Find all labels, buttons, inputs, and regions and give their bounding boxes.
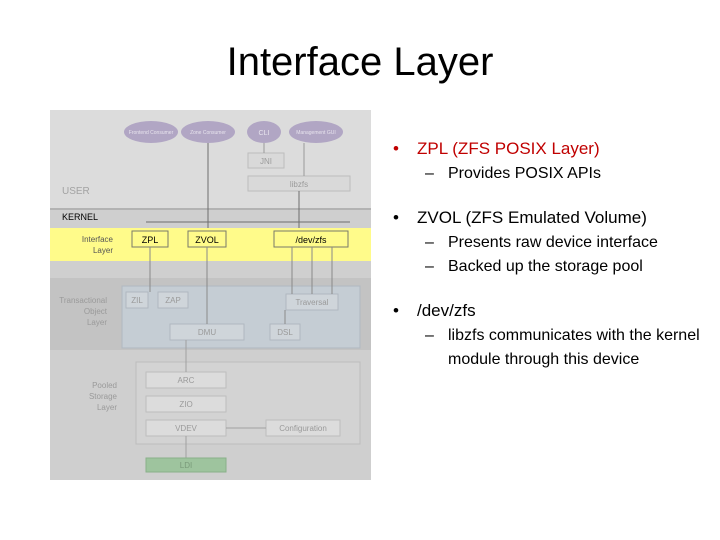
sub-bullet-dash: – bbox=[425, 165, 434, 182]
libzfs-label: libzfs bbox=[290, 180, 308, 189]
interface-layer-label: Interface bbox=[82, 235, 114, 244]
jni-box bbox=[247, 152, 285, 169]
zvol-label: ZVOL bbox=[195, 235, 219, 245]
bullet-group-zpl: • ZPL (ZFS POSIX Layer) –Provides POSIX A… bbox=[390, 137, 710, 186]
ldi-box bbox=[145, 457, 227, 473]
bullet-item: • ZVOL (ZFS Emulated Volume) bbox=[390, 206, 710, 229]
zap-box bbox=[157, 291, 189, 309]
arc-label: ARC bbox=[178, 376, 195, 385]
frontend-consumer-oval bbox=[124, 121, 178, 143]
zio-box bbox=[145, 395, 227, 413]
devzfs-label: /dev/zfs bbox=[295, 235, 327, 245]
jni-label: JNI bbox=[260, 157, 272, 166]
bullet-list: •ZPL (ZFS POSIX Layer) –Provides POSIX A… bbox=[390, 137, 710, 392]
sub-bullet-item: –Presents raw device interface bbox=[390, 231, 710, 255]
sub-bullet-item: –libzfs communicates with the kernel mod… bbox=[390, 324, 710, 372]
bullet-group-zvol: • ZVOL (ZFS Emulated Volume) –Presents ra… bbox=[390, 206, 710, 279]
psl-label: Layer bbox=[97, 403, 117, 412]
zil-label: ZIL bbox=[131, 296, 143, 305]
management-gui-oval bbox=[289, 121, 343, 143]
psl-label: Storage bbox=[89, 392, 118, 401]
tol-label: Layer bbox=[87, 318, 107, 327]
sub-bullet-item: –Provides POSIX APIs bbox=[390, 162, 710, 186]
sub-bullet-text: Provides POSIX APIs bbox=[448, 165, 601, 182]
sub-bullet-text: libzfs communicates with the kernel modu… bbox=[448, 327, 700, 368]
kernel-label: KERNEL bbox=[62, 212, 98, 222]
zio-label: ZIO bbox=[179, 400, 192, 409]
sub-bullet-dash: – bbox=[425, 258, 434, 275]
configuration-label: Configuration bbox=[279, 424, 327, 433]
bullet-text: /dev/zfs bbox=[417, 301, 476, 320]
zfs-architecture-diagram: Frontend Consumer Zone Consumer CLI Mana… bbox=[50, 110, 371, 480]
bullet-item: • /dev/zfs bbox=[390, 299, 710, 322]
devzfs-box bbox=[273, 230, 349, 248]
sub-bullet-dash: – bbox=[425, 234, 434, 251]
bullet-group-devzfs: • /dev/zfs –libzfs communicates with the … bbox=[390, 299, 710, 372]
slide-title: Interface Layer bbox=[226, 40, 494, 84]
traversal-label: Traversal bbox=[295, 298, 328, 307]
bullet-dot: • bbox=[393, 139, 399, 158]
management-gui-label: Management GUI bbox=[296, 130, 335, 136]
bullet-text: ZPL (ZFS POSIX Layer) bbox=[417, 139, 600, 158]
cli-oval bbox=[247, 121, 281, 143]
zone-consumer-label: Zone Consumer bbox=[190, 130, 226, 136]
zone-consumer-oval bbox=[181, 121, 235, 143]
user-label: USER bbox=[62, 186, 90, 197]
sub-bullet-dash: – bbox=[425, 327, 434, 344]
tol-label: Object bbox=[84, 307, 108, 316]
vdev-label: VDEV bbox=[175, 424, 197, 433]
sub-bullet-text: Presents raw device interface bbox=[448, 234, 658, 251]
frontend-consumer-label: Frontend Consumer bbox=[129, 130, 174, 136]
zpl-label: ZPL bbox=[142, 235, 159, 245]
cli-label: CLI bbox=[259, 130, 270, 137]
zap-label: ZAP bbox=[165, 296, 181, 305]
psl-label: Pooled bbox=[92, 381, 117, 390]
sub-bullet-text: Backed up the storage pool bbox=[448, 258, 643, 275]
dsl-label: DSL bbox=[277, 328, 293, 337]
dmu-label: DMU bbox=[198, 328, 216, 337]
interface-layer-label: Layer bbox=[93, 246, 113, 255]
tol-label: Transactional bbox=[59, 296, 107, 305]
ldi-label: LDI bbox=[180, 461, 192, 470]
bullet-text: ZVOL (ZFS Emulated Volume) bbox=[417, 208, 647, 227]
bullet-dot: • bbox=[393, 208, 399, 227]
bullet-item: • ZPL (ZFS POSIX Layer) bbox=[390, 137, 710, 160]
zil-box bbox=[125, 291, 149, 309]
sub-bullet-item: –Backed up the storage pool bbox=[390, 255, 710, 279]
bullet-dot: • bbox=[393, 301, 399, 320]
